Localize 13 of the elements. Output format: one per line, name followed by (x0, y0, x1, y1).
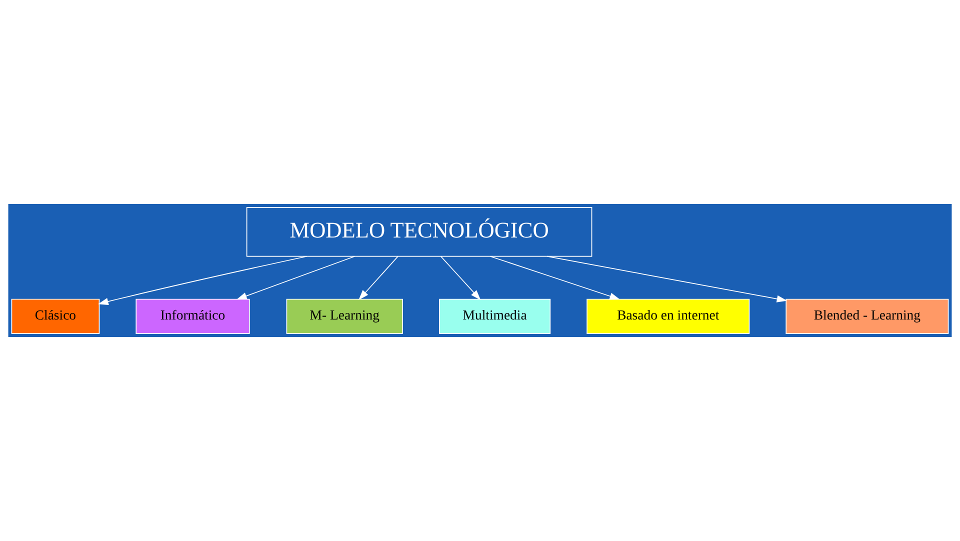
node-box: MODELO TECNOLÓGICO (246, 207, 592, 257)
arrow (358, 256, 398, 300)
arrow (490, 256, 620, 300)
node-box: Clásico (11, 298, 100, 334)
arrow (98, 256, 308, 306)
node-box: Blended - Learning (786, 298, 949, 334)
arrow (440, 256, 481, 300)
node-box: Informático (136, 298, 250, 334)
node-box: Basado en internet (586, 298, 750, 334)
arrow (546, 256, 788, 302)
node-box: M- Learning (286, 298, 403, 334)
arrow (236, 256, 356, 300)
node-box: Multimedia (439, 298, 551, 334)
